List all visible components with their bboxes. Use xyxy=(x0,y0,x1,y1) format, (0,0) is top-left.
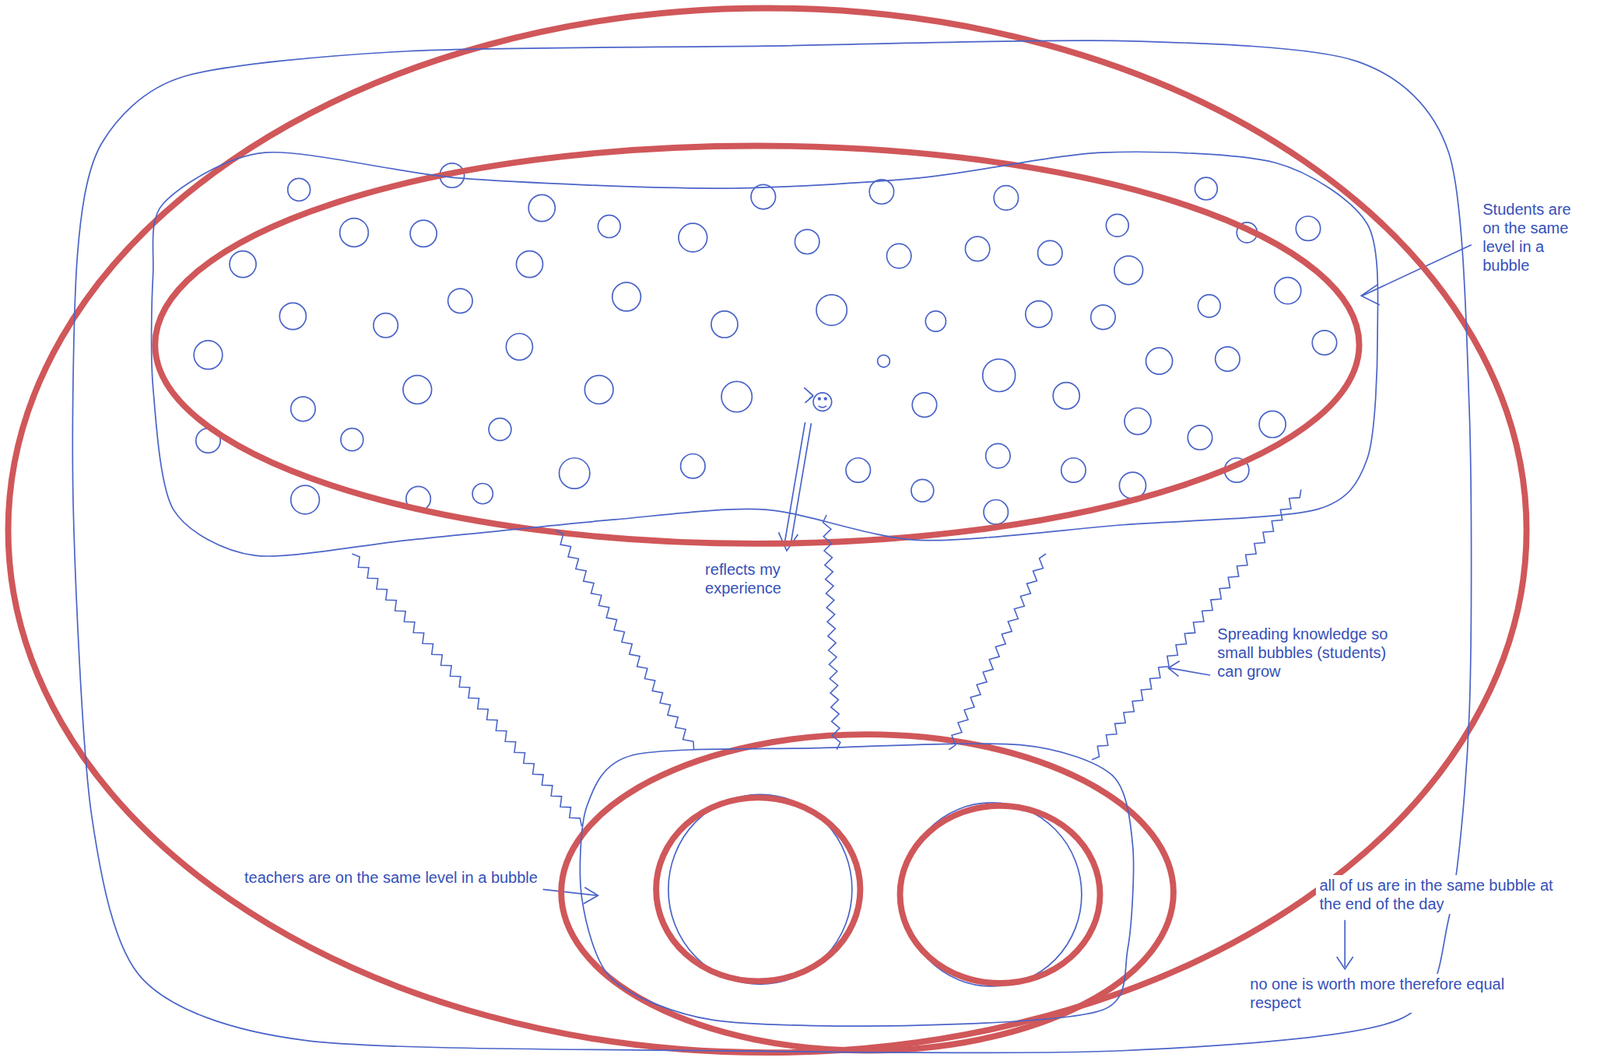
bubble-note: teachers are on the same level in a bubb… xyxy=(241,867,541,888)
bubble-outline-path xyxy=(151,152,1379,558)
wavy-connector xyxy=(556,530,695,751)
bubble-note: all of us are in the same bubble at the … xyxy=(1315,875,1572,915)
outer-bubble: all of us are in the same bubble at the … xyxy=(69,38,1476,1058)
bubble-note-slot: teachers are on the same level in a bubb… xyxy=(112,867,541,888)
teachers-bubble: teachers are on the same level in a bubb… xyxy=(579,743,1135,1029)
wavy-connector xyxy=(822,515,840,751)
bubble-outline-path xyxy=(72,40,1471,1053)
annotation-label: reflects my experience xyxy=(701,559,823,599)
bubble-note-slot: all of us are in the same bubble at the … xyxy=(1315,875,1572,915)
bubble-note: no one is worth more therefore equal res… xyxy=(1246,974,1543,1014)
bubble-outline xyxy=(579,743,1135,1029)
bubble-note-slot: Students are on the same level in a bubb… xyxy=(1479,199,1588,276)
bubble-outline xyxy=(150,145,1382,558)
bubble-note-slot: no one is worth more therefore equal res… xyxy=(1246,974,1543,1014)
students-bubble: Students are on the same level in a bubb… xyxy=(150,145,1382,558)
annotation-label-slot: Spreading knowledge so small bubbles (st… xyxy=(1214,624,1396,682)
annotation-label-slot: reflects my experience xyxy=(701,559,823,599)
bubble-outline-path xyxy=(579,743,1134,1027)
annotation-label: Spreading knowledge so small bubbles (st… xyxy=(1214,624,1396,682)
bubble-note: Students are on the same level in a bubb… xyxy=(1479,199,1588,276)
wavy-connector xyxy=(351,554,582,827)
bubble-outline xyxy=(69,38,1476,1058)
wavy-connector xyxy=(948,554,1046,751)
